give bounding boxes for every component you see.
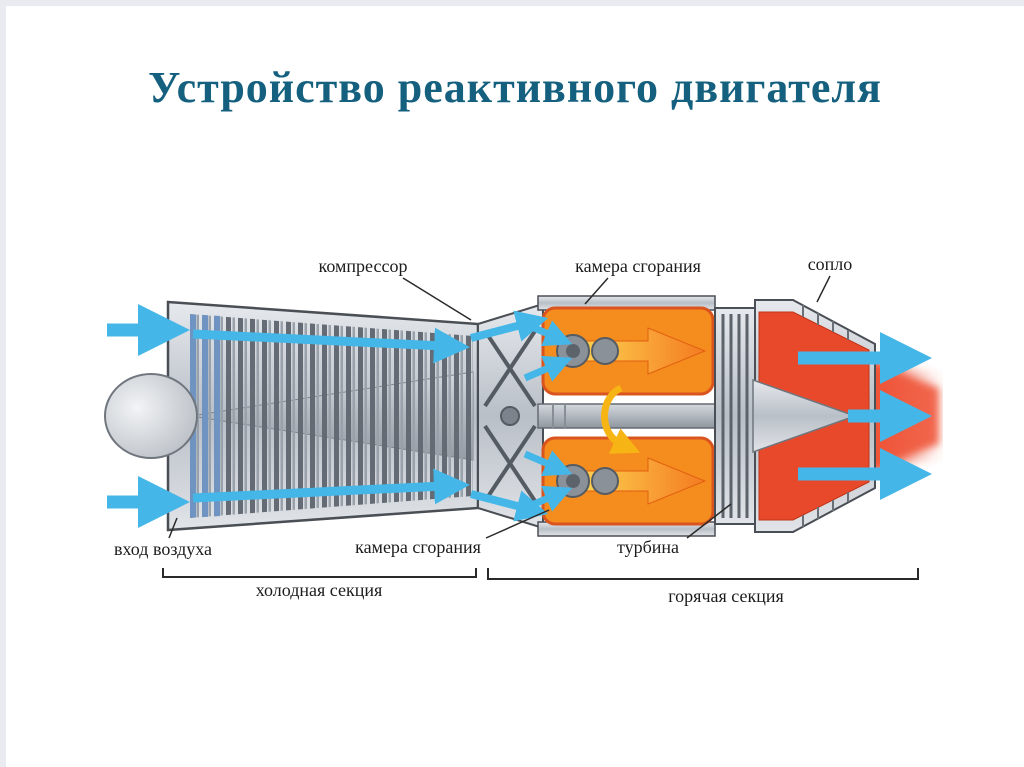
hot-section-bracket xyxy=(487,568,919,580)
compressor-section xyxy=(166,300,480,532)
label-cold-section: холодная секция xyxy=(256,580,383,600)
turbine-section xyxy=(714,307,756,525)
slide-title: Устройство реактивного двигателя xyxy=(148,63,882,112)
cold-section-bracket xyxy=(162,568,477,578)
nozzle-section xyxy=(752,299,876,533)
label-nozzle: сопло xyxy=(808,254,853,274)
label-hot-section: горячая секция xyxy=(668,586,784,606)
label-compressor: компрессор xyxy=(319,256,408,276)
nose-cone xyxy=(104,373,198,459)
label-air-inlet: вход воздуха xyxy=(114,539,212,559)
rotation-arrow xyxy=(601,384,641,454)
presentation-slide: Устройство реактивного двигателя xyxy=(6,6,1024,767)
label-combustion-chamber-bottom: камера сгорания xyxy=(355,537,481,557)
combustion-chamber-top xyxy=(541,306,715,396)
jet-engine-diagram: компрессор камера сгорания сопло вход во… xyxy=(93,246,943,611)
label-combustion-chamber-top: камера сгорания xyxy=(575,256,701,276)
combustion-chamber-bottom xyxy=(541,436,715,526)
label-turbine: турбина xyxy=(617,537,679,557)
leader-lines xyxy=(168,275,831,539)
airflow-arrows xyxy=(107,304,932,528)
section-brackets xyxy=(162,568,919,580)
